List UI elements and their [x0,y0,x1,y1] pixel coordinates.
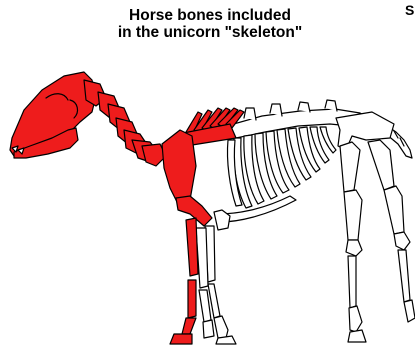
hind-leg-near [340,142,366,342]
hoof [170,334,192,344]
neck-vertebrae [84,80,166,166]
scapula [162,130,196,204]
cannon-bone [188,280,196,318]
hind-leg-far [368,140,415,322]
forearm [186,218,198,276]
pastern [182,318,196,334]
ribs [218,127,336,222]
